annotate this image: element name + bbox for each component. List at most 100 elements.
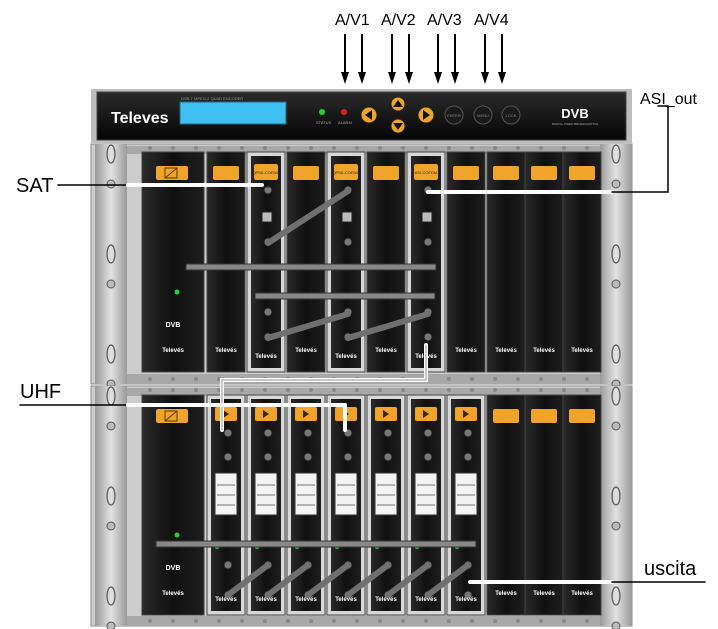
rack-rail-hole — [562, 377, 566, 381]
lock-button[interactable]: LOCK — [501, 105, 521, 125]
rack-rail-hole — [585, 619, 589, 623]
asi-out-callout-line — [611, 105, 669, 193]
module-brand-label: Televés — [571, 591, 593, 597]
encoder-model-text: DVB-T MPEG-2 QUAD ENCODER — [181, 96, 243, 101]
av-input-arrows — [341, 34, 506, 84]
tuner-module-label: ASI-COFDM — [415, 170, 437, 175]
loop-cable — [265, 311, 351, 341]
play-icon — [463, 410, 469, 418]
down-arrow-icon — [393, 123, 403, 130]
rack-rail-hole — [562, 388, 566, 392]
blank-module: Televés — [562, 151, 602, 373]
rack-rail-hole — [332, 146, 336, 150]
module-tab — [493, 409, 519, 423]
loop-cable — [425, 562, 471, 598]
rack-rail-hole — [470, 619, 474, 623]
down-arrow-button[interactable] — [390, 118, 406, 134]
enter-button[interactable]: ENTER — [444, 105, 464, 125]
f-connector — [263, 307, 273, 317]
power-led — [174, 532, 180, 538]
lock-button-label: LOCK — [506, 113, 517, 118]
rack-slot-hole — [611, 386, 621, 406]
enter-button-label: ENTER — [447, 113, 461, 118]
module-brand-label: Televés — [255, 354, 277, 360]
rack-rail-hole — [539, 619, 543, 623]
blank-module: Televés — [486, 151, 526, 373]
rack-rail-hole — [493, 146, 497, 150]
rack-rail-hole — [217, 619, 221, 623]
menu-button[interactable]: MENU — [473, 105, 493, 125]
rack-rail-hole — [493, 619, 497, 623]
rack-rail-hole — [194, 619, 198, 623]
modulator-label-card — [414, 472, 438, 516]
left-arrow-button[interactable] — [360, 106, 378, 124]
rack-rail-hole — [332, 619, 336, 623]
power-dvb-logo: DVB — [166, 322, 181, 329]
modulator-module: Televés — [246, 394, 286, 616]
right-arrow-button[interactable] — [417, 106, 435, 124]
av-input-group: A/V1 A/V2 A/V3 A/V4 — [335, 12, 509, 29]
play-icon — [383, 410, 389, 418]
module-tab — [569, 409, 595, 423]
uhf-label: UHF — [20, 381, 61, 403]
rack-rail-hole — [562, 619, 566, 623]
loop-cable — [225, 562, 271, 598]
tuner-module-tab — [254, 164, 278, 180]
f-connector — [223, 452, 233, 462]
rack-rail-hole — [493, 388, 497, 392]
rj45-port — [261, 211, 273, 223]
module-tab — [493, 166, 519, 180]
module-brand-label: Televés — [495, 591, 517, 597]
rack-rail-hole — [401, 146, 405, 150]
rack-rail-hole — [240, 146, 244, 150]
module-brand-label: Televés — [571, 348, 593, 354]
rack-screw — [611, 521, 621, 531]
module-tab — [293, 166, 319, 180]
up-arrow-button[interactable] — [390, 96, 406, 112]
rack-rail-hole — [585, 377, 589, 381]
module-tab — [531, 166, 557, 180]
arrow-down-icon — [358, 72, 366, 84]
av1-label: A/V1 — [335, 12, 370, 29]
rack-screw — [611, 179, 621, 189]
rack-rail-hole — [378, 619, 382, 623]
module-brand-label: Televés — [215, 597, 237, 603]
loop-cable — [265, 188, 351, 246]
rack-rail-hole — [240, 388, 244, 392]
rack-rail-hole — [309, 619, 313, 623]
rack-rail-hole — [378, 146, 382, 150]
rack-rail-hole — [447, 146, 451, 150]
encoder-brand: Televes — [111, 110, 169, 127]
module-brand-label: Televés — [495, 348, 517, 354]
module-brand-label: Televés — [255, 597, 277, 603]
module-brand-label: Televés — [375, 597, 397, 603]
f-connector — [303, 428, 313, 438]
blank-module: Televés — [562, 394, 602, 616]
rack-slot-hole — [611, 486, 621, 506]
modulator-module: Televés — [406, 394, 446, 616]
rack-screw — [611, 621, 621, 629]
rack-rail-hole — [309, 146, 313, 150]
alarm-led-label: ALARM — [338, 120, 352, 125]
rack-rail-hole — [148, 146, 152, 150]
rack-rail-hole — [516, 146, 520, 150]
arrow-down-icon — [434, 72, 442, 84]
modulator-label-card — [454, 472, 478, 516]
power-switch-icon — [164, 410, 178, 422]
rack-rail-hole — [424, 388, 428, 392]
loop-cable — [385, 562, 431, 598]
blank-module: Televés — [366, 151, 406, 373]
rack-rail-hole — [447, 377, 451, 381]
f-connector — [303, 452, 313, 462]
tuner-module-tab — [334, 164, 358, 180]
left-arrow-icon — [365, 110, 372, 120]
module-brand-label: Televés — [335, 597, 357, 603]
blank-module: Televés — [206, 151, 246, 373]
f-connector — [343, 237, 353, 247]
power-led — [174, 289, 180, 295]
rack-slot-hole — [106, 144, 116, 164]
tuner-module-tab — [414, 164, 438, 180]
